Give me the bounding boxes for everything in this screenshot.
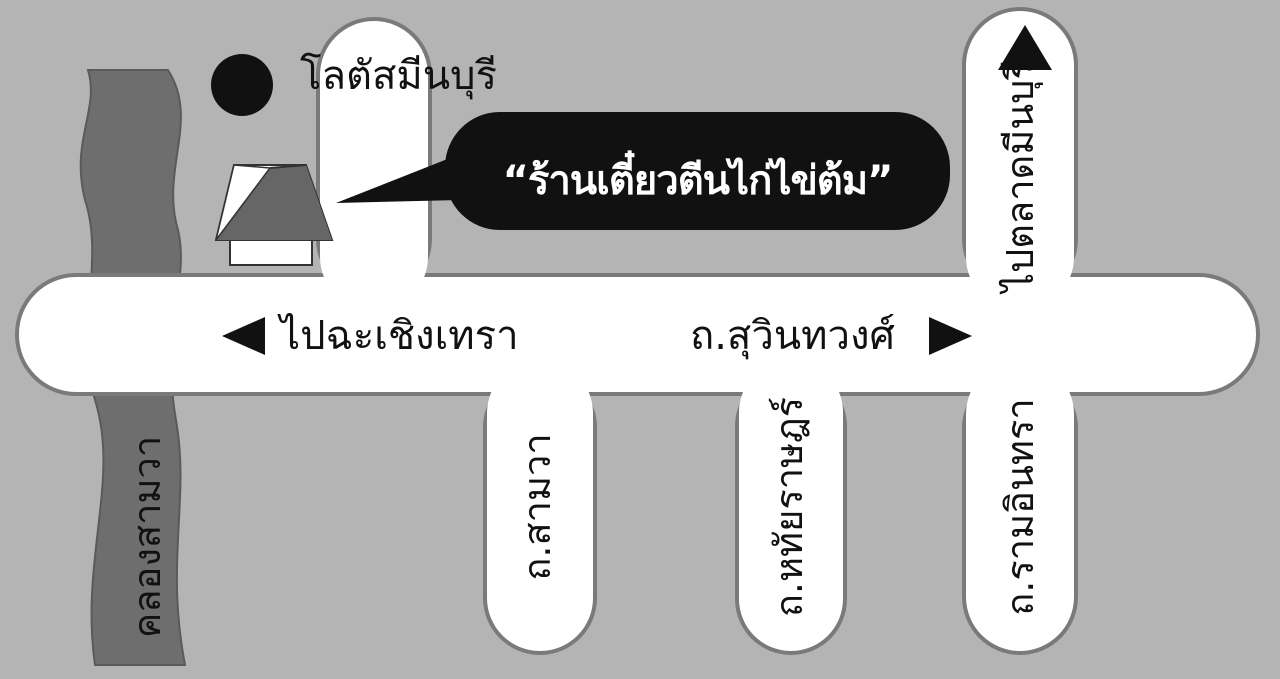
road-fills bbox=[19, 11, 1256, 651]
canal-label: คลองสามวา bbox=[125, 435, 169, 639]
shop-hut-icon bbox=[214, 164, 334, 266]
ram-inthra-road-label: ถ.รามอินทรา bbox=[998, 398, 1042, 616]
arrow-left-icon bbox=[222, 317, 265, 355]
shop-name: “ร้านเตี๋ยวตีนไก่ไข่ต้ม” bbox=[502, 158, 894, 204]
lotus-label: โลตัสมีนบุรี bbox=[300, 53, 497, 99]
to-chachoengsao-label: ไปฉะเชิงเทรา bbox=[280, 313, 519, 359]
hathai-rat-road-label: ถ.หทัยราษฎร์ bbox=[767, 396, 811, 618]
shop-callout bbox=[336, 112, 950, 230]
to-minburi-market-label: ไปตลาดมีนบุรี bbox=[998, 59, 1042, 292]
arrow-up-icon bbox=[998, 25, 1052, 70]
sammawa-road-label: ถ.สามวา bbox=[515, 433, 559, 581]
main-road-label: ถ.สุวินทวงศ์ bbox=[690, 313, 895, 359]
marker-dot-icon bbox=[211, 54, 273, 116]
arrow-right-icon bbox=[929, 317, 972, 355]
